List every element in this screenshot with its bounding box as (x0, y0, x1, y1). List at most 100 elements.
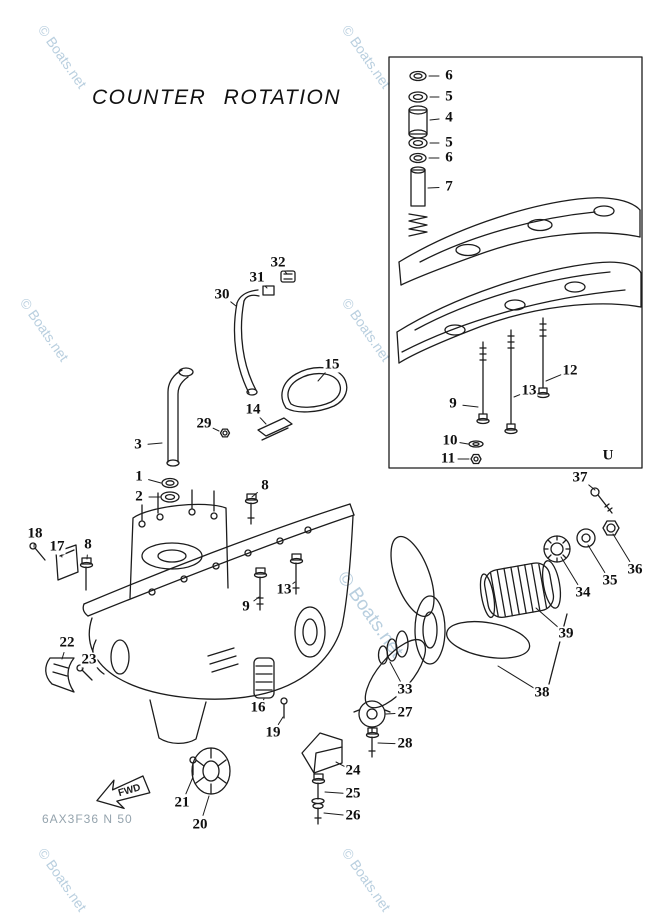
leader-line-27 (385, 713, 396, 715)
callout-15: 15 (323, 356, 341, 373)
callout-11: 11 (439, 450, 457, 467)
gasket-plates (257, 367, 348, 441)
leader-lines (33, 75, 631, 816)
callout-13: 13 (275, 581, 293, 598)
leader-line-35 (587, 544, 606, 573)
page-title: COUNTER ROTATION (92, 86, 342, 109)
part-number-code: 6AX3F36 N 50 (42, 812, 133, 826)
callout-26: 26 (344, 807, 362, 824)
callout-23: 23 (80, 651, 98, 668)
leader-line-10 (459, 442, 469, 445)
callout-25: 25 (344, 785, 362, 802)
callout-34: 34 (574, 584, 592, 601)
leader-line-17 (61, 555, 63, 558)
callout-3: 3 (133, 436, 143, 453)
callout-35: 35 (601, 572, 619, 589)
prop-assembly-line (548, 613, 568, 685)
water-tube (233, 270, 296, 396)
leader-line-13 (513, 394, 521, 398)
callout-28: 28 (396, 735, 414, 752)
anode-bracket (45, 657, 288, 795)
prop-nut-group (543, 487, 620, 563)
upper-casing-outline (396, 197, 642, 364)
leader-line-36 (612, 533, 631, 562)
callout-8: 8 (83, 536, 93, 553)
pickup-tube (160, 367, 231, 503)
callout-4: 4 (444, 109, 454, 126)
leader-line-20 (202, 795, 210, 816)
callout-6: 6 (444, 149, 454, 166)
bearing-carrier (479, 560, 562, 619)
leader-line-32 (283, 270, 288, 275)
leader-line-7 (427, 187, 440, 189)
callout-18: 18 (26, 525, 44, 542)
callout-1: 1 (134, 468, 144, 485)
callout-9: 9 (241, 598, 251, 615)
callout-37: 37 (571, 469, 589, 486)
inset-box (388, 56, 643, 469)
leader-line-8 (251, 492, 258, 498)
tab-washer (353, 700, 391, 758)
leader-line-14 (259, 416, 267, 425)
leader-line-26 (323, 812, 344, 816)
leader-line-28 (377, 742, 396, 745)
inset-view-label: U (602, 447, 614, 464)
callout-6: 6 (444, 67, 454, 84)
callout-32: 32 (269, 254, 287, 271)
leader-line-39 (535, 607, 559, 628)
callout-12: 12 (561, 362, 579, 379)
leader-line-22 (61, 652, 65, 660)
callout-5: 5 (444, 134, 454, 151)
callout-16: 16 (249, 699, 267, 716)
callout-13: 13 (520, 382, 538, 399)
leader-line-31 (263, 284, 268, 289)
callout-19: 19 (264, 724, 282, 741)
callout-20: 20 (191, 816, 209, 833)
callout-31: 31 (248, 269, 266, 286)
leader-line-29 (212, 427, 220, 432)
callout-33: 33 (396, 681, 414, 698)
leader-line-16 (263, 698, 265, 701)
callout-21: 21 (173, 794, 191, 811)
callout-38: 38 (533, 684, 551, 701)
fwd-arrow-label: FWD (117, 782, 142, 799)
leader-line-25 (324, 791, 344, 794)
leader-line-19 (277, 716, 284, 725)
leader-line-13 (291, 581, 296, 585)
leader-line-37 (587, 483, 596, 491)
callout-10: 10 (441, 432, 459, 449)
callout-36: 36 (626, 561, 644, 578)
callout-9: 9 (448, 395, 458, 412)
callout-27: 27 (396, 704, 414, 721)
callout-8: 8 (260, 477, 270, 494)
trim-tab (301, 732, 343, 825)
leader-line-1 (148, 479, 162, 484)
leader-line-30 (229, 300, 237, 307)
callout-17: 17 (48, 538, 66, 555)
callout-30: 30 (213, 286, 231, 303)
gearcase-housing (82, 489, 355, 745)
leader-line-3 (147, 442, 163, 445)
callout-29: 29 (195, 415, 213, 432)
propeller (364, 535, 531, 709)
callout-14: 14 (244, 401, 262, 418)
housing-bolts (29, 493, 304, 611)
callout-2: 2 (134, 488, 144, 505)
leader-line-12 (545, 374, 562, 382)
leader-line-15 (317, 372, 326, 382)
leader-line-38 (497, 665, 534, 689)
casing-bolts (468, 317, 550, 465)
callout-5: 5 (444, 88, 454, 105)
leader-line-24 (335, 761, 345, 767)
leader-line-4 (429, 118, 440, 121)
callout-24: 24 (344, 762, 362, 779)
seal-washer-stack (408, 70, 428, 237)
callout-39: 39 (557, 625, 575, 642)
leader-line-9 (253, 596, 260, 602)
callout-7: 7 (444, 178, 454, 195)
callout-22: 22 (58, 634, 76, 651)
leader-line-21 (185, 776, 194, 795)
leader-line-34 (560, 556, 579, 585)
